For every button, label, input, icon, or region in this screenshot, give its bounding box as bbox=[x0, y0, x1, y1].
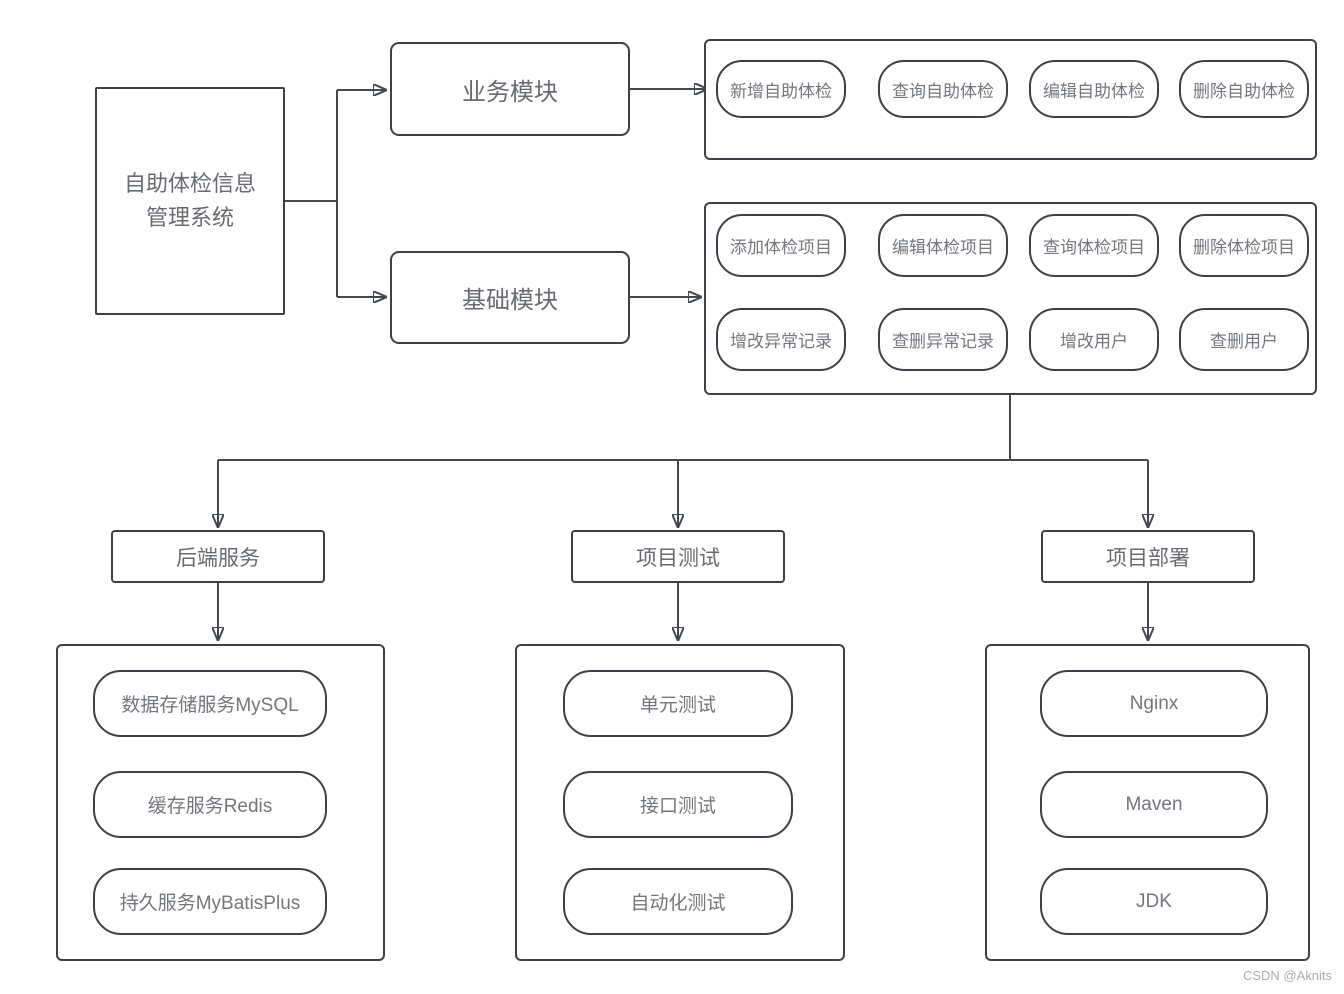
pill-mysql-label: 数据存储服务MySQL bbox=[121, 695, 299, 716]
pill-edit-item-label: 编辑体检项目 bbox=[892, 238, 994, 257]
pill-upsert-abnormal-record-label: 增改异常记录 bbox=[730, 332, 832, 351]
root-label-line1: 自助体检信息 bbox=[123, 170, 256, 196]
pill-query-item: 查询体检项目 bbox=[1029, 214, 1159, 277]
pill-add-selfcheck-label: 新增自助体检 bbox=[730, 81, 832, 101]
pill-mysql: 数据存储服务MySQL bbox=[93, 670, 327, 737]
pill-querydel-abnormal-record: 查删异常记录 bbox=[878, 308, 1008, 371]
pill-query-selfcheck: 查询自助体检 bbox=[878, 60, 1008, 118]
pill-maven-label: Maven bbox=[1125, 793, 1183, 815]
pill-jdk-label: JDK bbox=[1136, 890, 1172, 912]
pill-unit-test-label: 单元测试 bbox=[639, 695, 716, 716]
pill-upsert-user: 增改用户 bbox=[1029, 308, 1159, 371]
module-basic-label: 基础模块 bbox=[462, 287, 558, 314]
section-testing-header: 项目测试 bbox=[571, 530, 785, 583]
root-node: 自助体检信息 管理系统 bbox=[95, 87, 285, 315]
section-testing-label: 项目测试 bbox=[636, 546, 720, 570]
pill-add-item-label: 添加体检项目 bbox=[730, 238, 832, 257]
section-backend-label: 后端服务 bbox=[176, 546, 260, 570]
pill-upsert-abnormal-record: 增改异常记录 bbox=[716, 308, 846, 371]
pill-delete-selfcheck: 删除自助体检 bbox=[1179, 60, 1309, 118]
pill-jdk: JDK bbox=[1040, 868, 1268, 935]
pill-nginx: Nginx bbox=[1040, 670, 1268, 737]
pill-unit-test: 单元测试 bbox=[563, 670, 793, 737]
pill-redis: 缓存服务Redis bbox=[93, 771, 327, 838]
module-business-node: 业务模块 bbox=[390, 42, 630, 136]
pill-mybatisplus: 持久服务MyBatisPlus bbox=[93, 868, 327, 935]
pill-query-item-label: 查询体检项目 bbox=[1043, 238, 1145, 257]
pill-upsert-user-label: 增改用户 bbox=[1060, 332, 1128, 351]
pill-add-selfcheck: 新增自助体检 bbox=[716, 60, 846, 118]
pill-delete-selfcheck-label: 删除自助体检 bbox=[1193, 81, 1295, 101]
root-label-line2: 管理系统 bbox=[145, 205, 234, 230]
pill-redis-label: 缓存服务Redis bbox=[147, 796, 273, 817]
pill-query-selfcheck-label: 查询自助体检 bbox=[892, 81, 994, 101]
module-basic-node: 基础模块 bbox=[390, 251, 630, 344]
pill-delete-item-label: 删除体检项目 bbox=[1193, 238, 1295, 257]
pill-querydel-user-label: 查删用户 bbox=[1210, 332, 1278, 351]
pill-add-item: 添加体检项目 bbox=[716, 214, 846, 277]
root-label: 自助体检信息 管理系统 bbox=[124, 167, 256, 235]
pill-automation-test-label: 自动化测试 bbox=[630, 893, 726, 914]
watermark: CSDN @Aknits bbox=[1242, 968, 1332, 983]
section-deployment-header: 项目部署 bbox=[1041, 530, 1255, 583]
pill-querydel-user: 查删用户 bbox=[1179, 308, 1309, 371]
pill-edit-selfcheck: 编辑自助体检 bbox=[1029, 60, 1159, 118]
pill-api-test: 接口测试 bbox=[563, 771, 793, 838]
pill-querydel-abnormal-record-label: 查删异常记录 bbox=[892, 332, 994, 351]
pill-automation-test: 自动化测试 bbox=[563, 868, 793, 935]
pill-delete-item: 删除体检项目 bbox=[1179, 214, 1309, 277]
pill-edit-selfcheck-label: 编辑自助体检 bbox=[1043, 81, 1145, 101]
pill-maven: Maven bbox=[1040, 771, 1268, 838]
module-business-label: 业务模块 bbox=[462, 78, 558, 106]
pill-nginx-label: Nginx bbox=[1129, 692, 1179, 714]
pill-api-test-label: 接口测试 bbox=[639, 796, 716, 817]
pill-mybatisplus-label: 持久服务MyBatisPlus bbox=[119, 893, 301, 914]
section-deployment-label: 项目部署 bbox=[1106, 546, 1190, 570]
pill-edit-item: 编辑体检项目 bbox=[878, 214, 1008, 277]
section-backend-header: 后端服务 bbox=[111, 530, 325, 583]
